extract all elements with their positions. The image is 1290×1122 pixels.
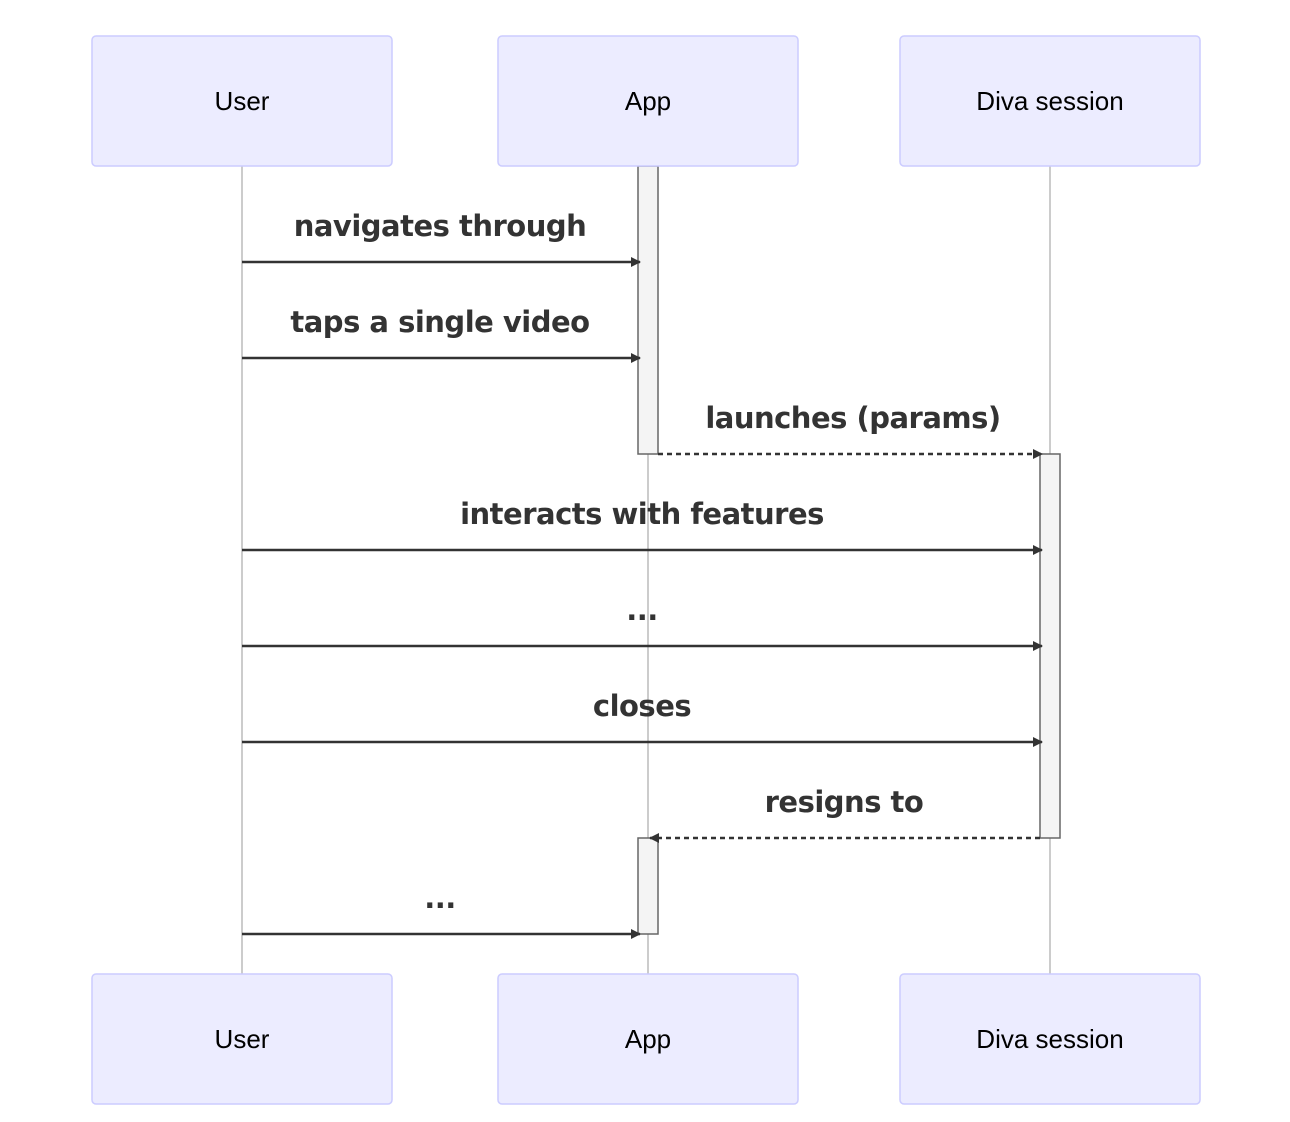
actor-app-bottom[interactable]: App xyxy=(497,973,799,1105)
actors-bottom: User App Diva session xyxy=(91,973,1201,1105)
actor-user-bottom[interactable]: User xyxy=(91,973,393,1105)
actor-label: App xyxy=(625,86,671,116)
messages: navigates through taps a single video la… xyxy=(242,209,1043,939)
message-label: ... xyxy=(626,593,658,627)
actor-diva-session-top[interactable]: Diva session xyxy=(899,35,1201,167)
actor-label: Diva session xyxy=(976,1024,1123,1054)
message-label: launches (params) xyxy=(705,401,1000,435)
message-label: resigns to xyxy=(765,785,924,819)
actors-top: User App Diva session xyxy=(91,35,1201,167)
message-label: navigates through xyxy=(294,209,587,243)
activation-app-1 xyxy=(637,165,659,455)
activation-diva-session xyxy=(1039,453,1061,839)
actor-user-top[interactable]: User xyxy=(91,35,393,167)
activation-app-2 xyxy=(637,837,659,935)
actor-label: Diva session xyxy=(976,86,1123,116)
message-label: interacts with features xyxy=(460,497,824,531)
actor-label: User xyxy=(215,86,270,116)
activations xyxy=(637,165,1061,935)
actor-app-top[interactable]: App xyxy=(497,35,799,167)
message-label: taps a single video xyxy=(290,305,589,339)
actor-label: User xyxy=(215,1024,270,1054)
message-label: closes xyxy=(593,689,691,723)
actor-label: App xyxy=(625,1024,671,1054)
actor-diva-session-bottom[interactable]: Diva session xyxy=(899,973,1201,1105)
message-label: ... xyxy=(424,881,456,915)
